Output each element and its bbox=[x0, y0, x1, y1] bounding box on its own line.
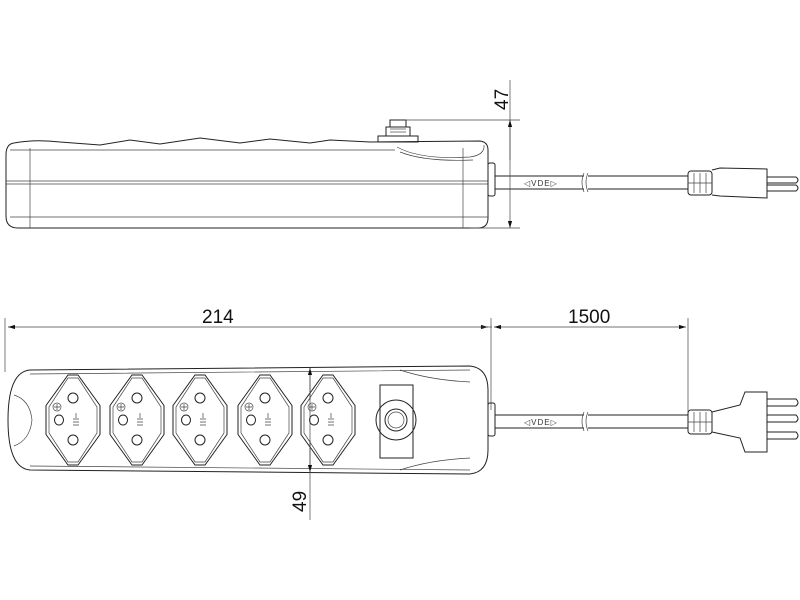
dimension-cord-length: 1500 bbox=[480, 307, 689, 412]
dimension-label-47: 47 bbox=[492, 89, 513, 110]
socket-hole bbox=[259, 434, 271, 446]
cord-grommet-top bbox=[487, 402, 496, 437]
socket-inner-outline bbox=[48, 377, 98, 463]
socket-inner-outline bbox=[175, 377, 225, 463]
dimension-label-49: 49 bbox=[290, 491, 311, 512]
side-body bbox=[5, 137, 489, 229]
dimension-width: 49 bbox=[290, 368, 313, 520]
socket-4 bbox=[237, 374, 293, 466]
cord-top: ◁VDE▷ bbox=[495, 411, 688, 432]
socket-hole bbox=[322, 434, 334, 446]
screw-slot bbox=[181, 404, 187, 410]
socket-hole bbox=[67, 434, 79, 446]
socket-group bbox=[45, 374, 356, 466]
socket-outline bbox=[172, 374, 228, 466]
socket-inner-outline bbox=[240, 377, 290, 463]
socket-inner-outline bbox=[303, 377, 353, 463]
socket-outline bbox=[237, 374, 293, 466]
socket-hole bbox=[246, 414, 256, 426]
screw-slot bbox=[54, 404, 60, 410]
socket-hole bbox=[322, 392, 334, 404]
ground-symbol-icon bbox=[200, 413, 206, 426]
socket-1 bbox=[45, 374, 101, 466]
dimension-height-side: 47 bbox=[405, 80, 520, 229]
socket-outline bbox=[300, 374, 356, 466]
screw-icon bbox=[307, 402, 317, 412]
screw-icon bbox=[116, 402, 126, 412]
socket-3 bbox=[172, 374, 228, 466]
socket-hole bbox=[131, 434, 143, 446]
plug-side bbox=[687, 167, 799, 199]
ground-symbol-icon bbox=[328, 413, 334, 426]
socket-5 bbox=[300, 374, 356, 466]
screw-icon bbox=[244, 402, 254, 412]
socket-hole bbox=[54, 414, 64, 426]
switch-button[interactable] bbox=[375, 399, 417, 441]
dimension-label-214: 214 bbox=[202, 307, 234, 328]
screw-slot bbox=[118, 404, 124, 410]
socket-hole bbox=[309, 414, 319, 426]
socket-hole bbox=[194, 392, 206, 404]
cord-side: ◁VDE▷ bbox=[495, 172, 688, 193]
switch-nut-side bbox=[377, 119, 419, 143]
top-body bbox=[7, 365, 489, 475]
socket-hole bbox=[67, 392, 79, 404]
cord-marking-top: ◁VDE▷ bbox=[524, 418, 558, 427]
socket-outline bbox=[109, 374, 165, 466]
ground-symbol-icon bbox=[265, 413, 271, 426]
cord-grommet-side bbox=[487, 162, 496, 197]
plug-top bbox=[687, 391, 799, 453]
socket-hole bbox=[181, 414, 191, 426]
side-view: ◁VDE▷ 47 bbox=[5, 80, 799, 229]
socket-hole bbox=[194, 434, 206, 446]
socket-hole bbox=[131, 392, 143, 404]
screw-slot bbox=[246, 404, 252, 410]
top-view: 214 1500 ◁VDE▷ bbox=[4, 307, 799, 520]
dimension-label-1500: 1500 bbox=[568, 307, 610, 328]
socket-2 bbox=[109, 374, 165, 466]
ground-symbol-icon bbox=[137, 413, 143, 426]
socket-outline bbox=[45, 374, 101, 466]
cord-marking-side: ◁VDE▷ bbox=[524, 179, 558, 188]
socket-hole bbox=[118, 414, 128, 426]
screw-icon bbox=[179, 402, 189, 412]
ground-symbol-icon bbox=[73, 413, 79, 426]
switch-top[interactable] bbox=[375, 384, 417, 459]
socket-inner-outline bbox=[112, 377, 162, 463]
socket-hole bbox=[259, 392, 271, 404]
screw-icon bbox=[52, 402, 62, 412]
dimension-length: 214 bbox=[4, 307, 492, 410]
